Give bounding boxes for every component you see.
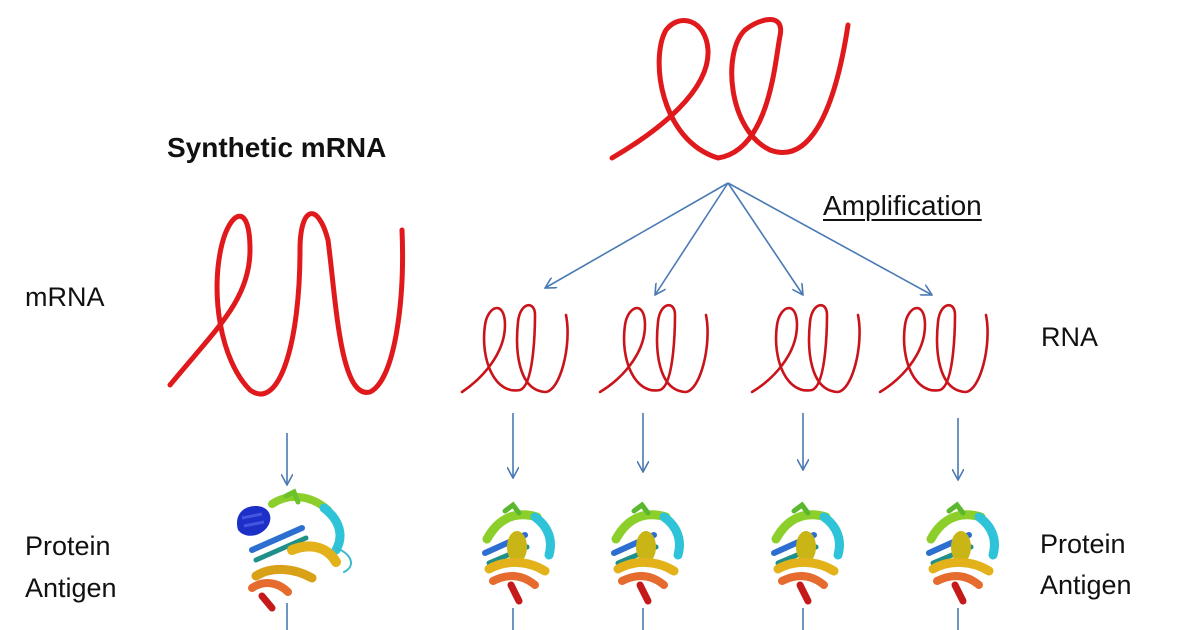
synthetic-mrna-title: Synthetic mRNA: [167, 132, 387, 163]
rna-copy-2: [598, 304, 709, 394]
antigen-label-left-line2: Antigen: [25, 573, 117, 603]
protein-antigen-structure-4: [929, 505, 994, 601]
protein-antigen-structure-1: [485, 505, 550, 601]
amplification-label: Amplification: [823, 190, 982, 221]
antigen-label-right-line2: Antigen: [1040, 570, 1132, 600]
amplification-arrow-3: [727, 182, 803, 295]
protein-label-left-line1: Protein: [25, 531, 111, 561]
protein-antigen-structure-large: [236, 488, 352, 612]
amplification-arrow-4: [727, 182, 932, 295]
protein-antigen-structure-3: [774, 505, 839, 601]
rna-copy-4: [878, 304, 989, 394]
rna-label: RNA: [1041, 322, 1099, 352]
amplification-arrow-1: [545, 182, 729, 288]
mrna-label: mRNA: [25, 282, 105, 312]
amplification-arrow-2: [655, 182, 729, 295]
amplification-source-strand: [609, 17, 851, 161]
protein-label-right-line1: Protein: [1040, 529, 1126, 559]
synthetic-mrna-strand: [167, 211, 405, 397]
rna-copy-3: [750, 304, 861, 394]
protein-antigen-structure-2: [614, 505, 679, 601]
rna-copy-1: [460, 304, 569, 394]
